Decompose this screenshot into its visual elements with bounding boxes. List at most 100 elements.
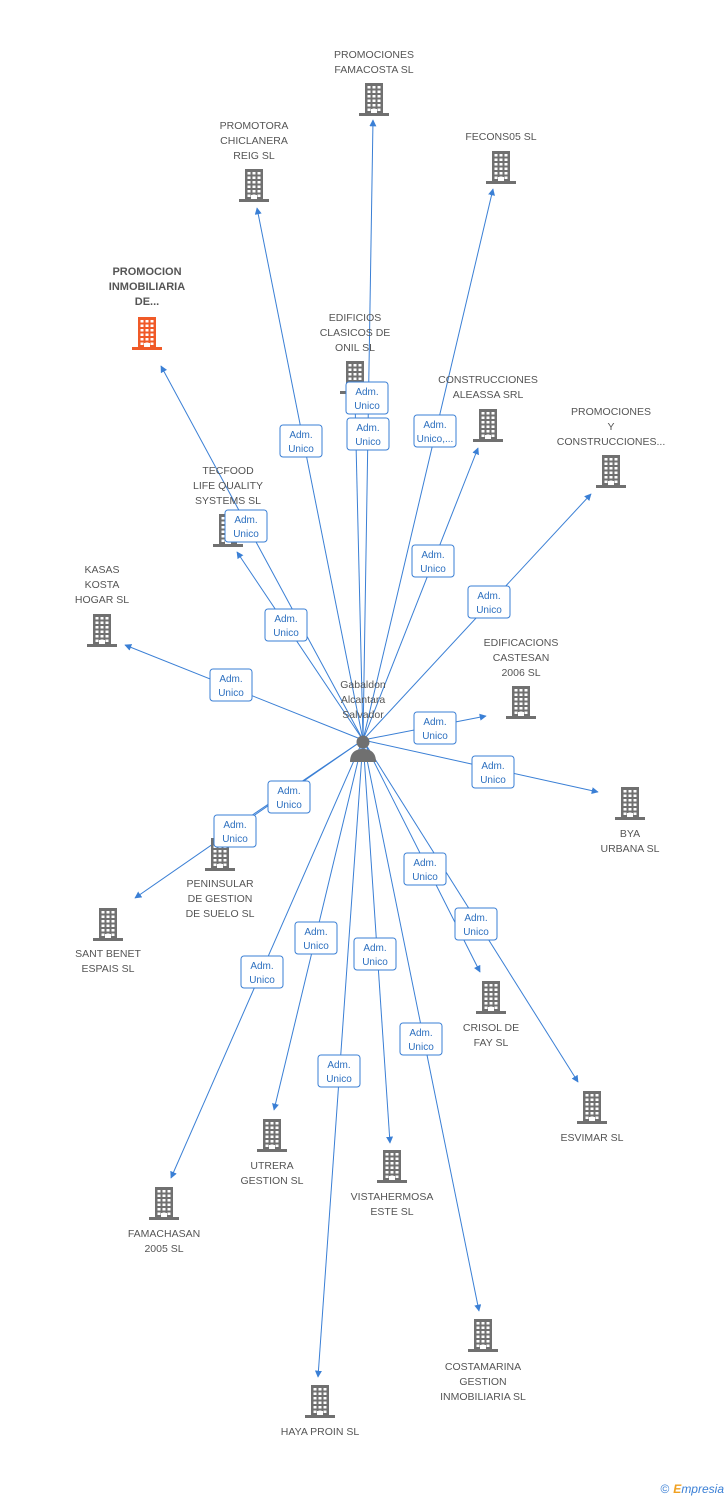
role-badge-esvimar[interactable]: Adm. Unico — [454, 907, 498, 941]
role-badge-kasas[interactable]: Adm.Unico — [209, 668, 253, 702]
role-badge-text: Adm. — [356, 423, 379, 434]
role-badge-text: Adm. — [423, 420, 446, 431]
role-badge-text: Unico — [480, 775, 506, 786]
role-badge-text: Unico — [422, 731, 448, 742]
role-badge-santbenet[interactable]: Adm. Unico — [213, 814, 257, 848]
role-badge-text: Adm. — [234, 515, 257, 526]
company-node-haya[interactable]: HAYA PROIN SL — [281, 1385, 360, 1438]
building-icon[interactable] — [468, 1319, 498, 1352]
role-badge-haya[interactable]: Adm. Unico — [317, 1054, 361, 1088]
building-icon[interactable] — [506, 686, 536, 719]
building-icon[interactable] — [577, 1091, 607, 1124]
company-node-esvimar[interactable]: ESVIMAR SL — [560, 1091, 624, 1144]
role-badge-text: Unico — [222, 834, 248, 845]
footer-brand: ©Empresia — [660, 1482, 724, 1496]
role-badge-famachasan[interactable]: Adm.Unico — [240, 955, 284, 989]
building-icon[interactable] — [377, 1150, 407, 1183]
role-badge-text: Unico — [273, 628, 299, 639]
role-badge-chiclanera[interactable]: Adm.Unico — [279, 424, 323, 458]
company-name-haya: HAYA PROIN SL — [281, 1426, 360, 1438]
building-icon[interactable] — [615, 787, 645, 820]
building-icon[interactable] — [305, 1385, 335, 1418]
brand-initial: E — [673, 1482, 682, 1496]
building-icon[interactable] — [132, 317, 162, 350]
brand-name: mpresia — [681, 1482, 724, 1496]
role-badge-aleassa[interactable]: Adm. Unico — [411, 544, 455, 578]
relation-edge-fecons05 — [362, 188, 495, 741]
role-badge-text: Unico — [412, 872, 438, 883]
building-icon[interactable] — [473, 409, 503, 442]
role-badge-edificios-clasicos[interactable]: Adm.Unico — [345, 381, 389, 415]
role-badge-text: Adm. — [464, 913, 487, 924]
role-badge-text: Unico — [303, 941, 329, 952]
role-badge-text: Unico — [463, 927, 489, 938]
role-badge-castesan[interactable]: Adm.Unico — [413, 711, 457, 745]
role-badge-peninsular[interactable]: Adm.Unico — [267, 780, 311, 814]
role-badge-vistahermosa[interactable]: Adm. Unico — [353, 937, 397, 971]
role-badge-text: Unico — [326, 1074, 352, 1085]
role-badge-text: Unico — [476, 605, 502, 616]
role-badge-text: Unico — [408, 1042, 434, 1053]
building-icon[interactable] — [239, 169, 269, 202]
role-badge-text: Unico — [233, 529, 259, 540]
building-icon[interactable] — [476, 981, 506, 1014]
role-badge-text: Adm. — [363, 943, 386, 954]
role-badge-famacosta[interactable]: Adm. Unico — [346, 417, 390, 451]
role-badge-costamarina[interactable]: Adm.Unico — [399, 1022, 443, 1056]
role-badge-promocion-inmobiliaria[interactable]: Adm. Unico — [224, 509, 268, 543]
role-badge-text: Unico — [362, 957, 388, 968]
role-badge-utrera[interactable]: Adm.Unico — [294, 921, 338, 955]
role-badge-text: Unico — [354, 401, 380, 412]
role-badge-tecfood[interactable]: Adm.Unico — [264, 608, 308, 642]
building-icon[interactable] — [486, 151, 516, 184]
building-icon[interactable] — [93, 908, 123, 941]
role-badge-text: Unico — [218, 688, 244, 699]
role-badge-text: Unico — [420, 564, 446, 575]
relation-edge-aleassa — [362, 447, 479, 741]
role-badge-text: Adm. — [223, 820, 246, 831]
building-icon[interactable] — [149, 1187, 179, 1220]
building-icon[interactable] — [596, 455, 626, 488]
role-badge-text: Adm. — [327, 1060, 350, 1071]
role-badge-text: Unico — [249, 975, 275, 986]
company-node-fecons05[interactable]: FECONS05 SL — [465, 131, 537, 184]
building-icon[interactable] — [257, 1119, 287, 1152]
building-icon[interactable] — [87, 614, 117, 647]
building-icon[interactable] — [359, 83, 389, 116]
role-badge-text: Adm. — [421, 550, 444, 561]
role-badge-fecons05[interactable]: Adm.Unico,... — [413, 414, 457, 448]
copyright-symbol: © — [660, 1482, 670, 1496]
person-icon[interactable] — [350, 735, 376, 763]
role-badge-promociones-construcciones[interactable]: Adm.Unico — [467, 585, 511, 619]
role-badge-bya[interactable]: Adm.Unico — [471, 755, 515, 789]
relation-edge-edificios-clasicos — [351, 399, 364, 741]
role-badge-text: Unico — [355, 437, 381, 448]
role-badge-crisol[interactable]: Adm.Unico — [403, 852, 447, 886]
